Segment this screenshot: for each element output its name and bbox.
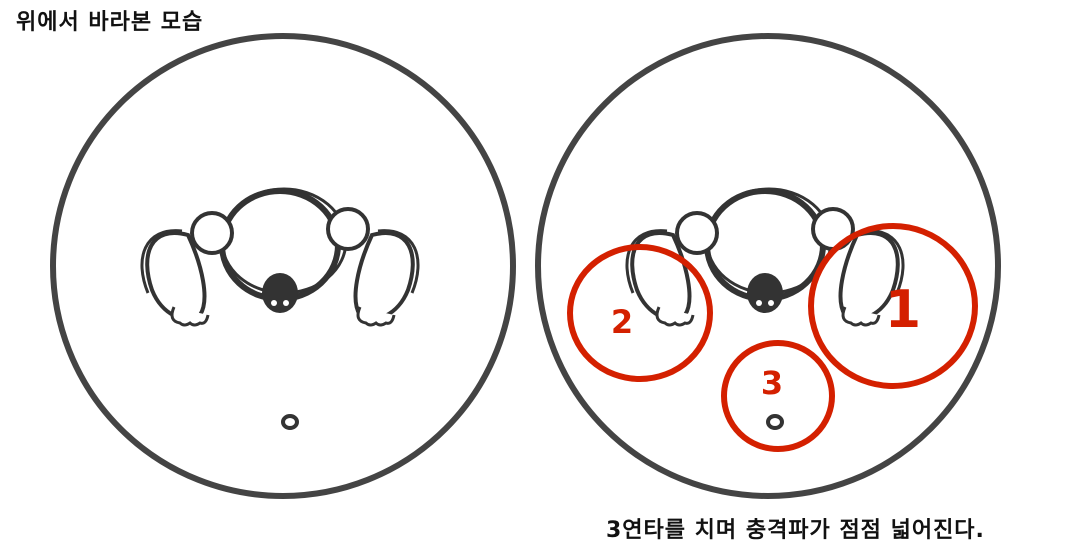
- impact-ring-1: [808, 223, 978, 389]
- impact-ring-3: [721, 340, 835, 452]
- right-view-circle: [535, 33, 1001, 499]
- impact-label-2: 2: [611, 303, 633, 341]
- right-figure: [627, 189, 903, 325]
- right-target-dot: [766, 414, 784, 430]
- impact-label-1: 1: [885, 280, 921, 340]
- left-target-dot: [281, 414, 299, 430]
- diagram-caption: 3연타를 치며 충격파가 점점 넓어진다.: [606, 518, 985, 543]
- impact-ring-2: [567, 244, 713, 382]
- left-figure: [142, 189, 418, 325]
- impact-label-3: 3: [761, 364, 783, 402]
- left-view-circle: [50, 33, 516, 499]
- diagram-title: 위에서 바라본 모습: [16, 10, 204, 35]
